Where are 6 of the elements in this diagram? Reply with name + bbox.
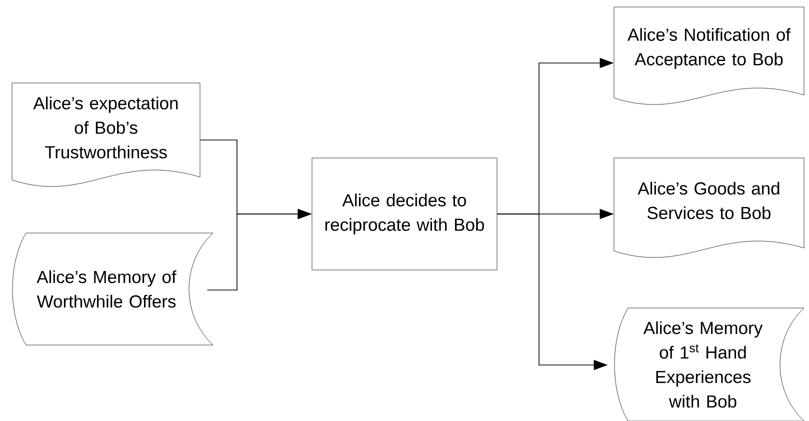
process-box: Alice decides to reciprocate with Bob xyxy=(312,158,498,270)
document-box: Alice’s Goods and Services to Bob xyxy=(614,158,804,258)
document-box: Alice’s Notification of Acceptance to Bob xyxy=(614,6,804,105)
storage-box: Alice’s Memory of 1$^{st}$ Hand Experiences with Bob xyxy=(614,308,804,421)
document-box: Alice’s expectation of Bob’s Trustworthiness xyxy=(12,82,200,187)
storage-box: Alice’s Memory of Worthwhile Offers xyxy=(12,232,214,346)
